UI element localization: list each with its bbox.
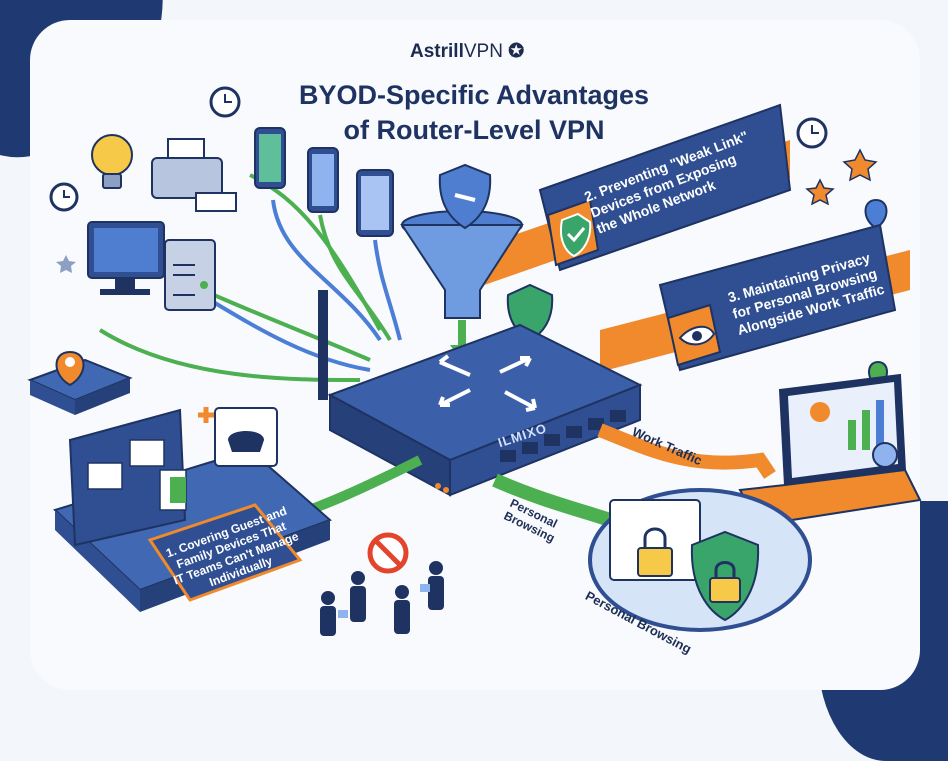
logo-star-icon: ✪ bbox=[502, 41, 525, 62]
family-devices-screen bbox=[68, 408, 187, 547]
server-icon bbox=[164, 239, 216, 311]
star-icon bbox=[805, 148, 878, 206]
shield-icon bbox=[438, 163, 492, 230]
lock-icon bbox=[709, 561, 741, 603]
shield-icon bbox=[560, 212, 592, 258]
no-entry-icon bbox=[367, 532, 409, 574]
title-line-2: of Router-Level VPN bbox=[343, 115, 605, 145]
tablet-icon bbox=[356, 169, 394, 237]
laptop-icon bbox=[738, 373, 922, 527]
router bbox=[318, 290, 643, 497]
cable-phone-2 bbox=[318, 214, 392, 342]
clock-icon bbox=[49, 182, 79, 212]
cable-server bbox=[208, 298, 371, 372]
location-pin-icon bbox=[27, 350, 133, 415]
logo-brand: Astrill bbox=[410, 41, 464, 62]
phone-icon bbox=[254, 127, 286, 189]
it-team-people bbox=[320, 561, 444, 636]
diagram-canvas bbox=[27, 86, 922, 636]
clock-icon bbox=[796, 117, 828, 149]
clock-icon bbox=[209, 86, 241, 118]
cable-phone-3 bbox=[373, 239, 402, 341]
astrill-logo: AstrillVPN ✪ bbox=[410, 40, 524, 63]
monitor-icon bbox=[87, 221, 165, 295]
title-line-1: BYOD-Specific Advantages bbox=[298, 80, 650, 110]
cable-phone-1 bbox=[271, 199, 382, 342]
lock-icon bbox=[637, 527, 673, 577]
cable-pin bbox=[98, 328, 361, 382]
eye-icon bbox=[678, 325, 716, 346]
router-antenna-left bbox=[318, 290, 328, 400]
lightbulb-icon bbox=[91, 134, 133, 189]
work-traffic-flow bbox=[597, 423, 776, 479]
printer-icon bbox=[151, 138, 237, 212]
gamepad-icon bbox=[214, 407, 278, 467]
shield-icon bbox=[690, 530, 760, 622]
advantage-2-banner bbox=[470, 103, 792, 290]
location-pin-icon bbox=[864, 198, 888, 230]
phone-icon bbox=[307, 147, 339, 213]
plus-icon bbox=[198, 407, 214, 423]
router-ports bbox=[500, 410, 626, 462]
star-icon bbox=[56, 255, 76, 273]
logo-product: VPN bbox=[463, 41, 503, 62]
advantage-1-platform bbox=[53, 448, 332, 612]
